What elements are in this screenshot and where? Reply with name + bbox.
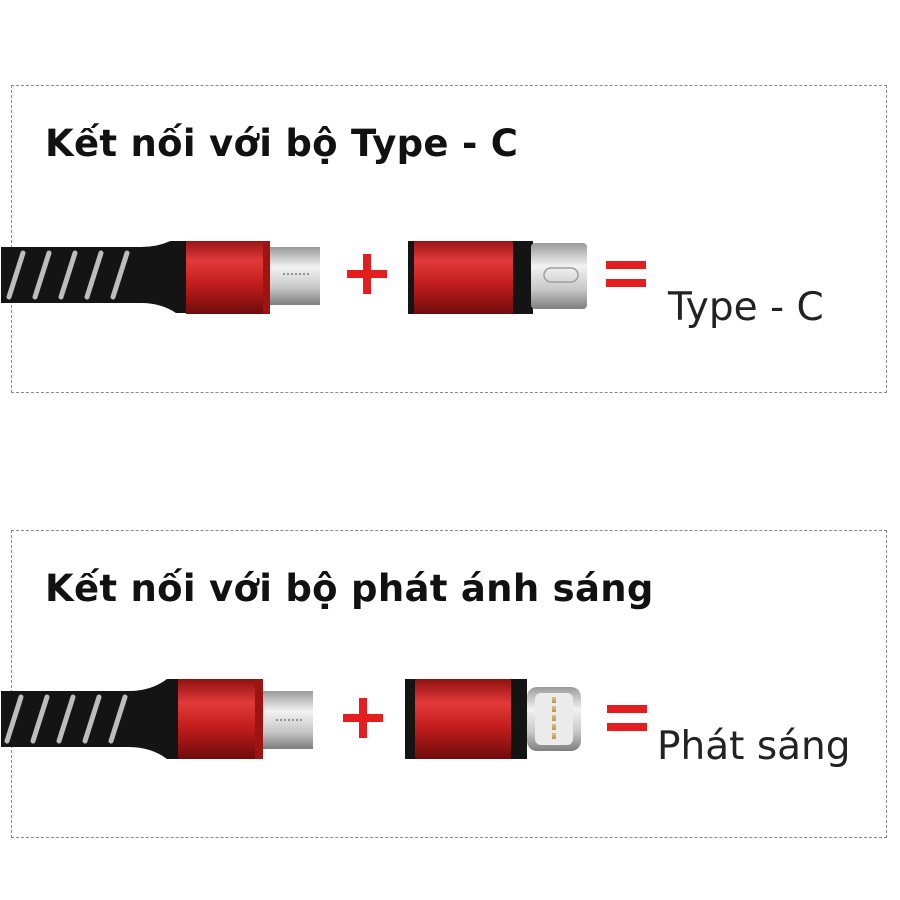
plus-icon [343,698,383,738]
result-label: Type - C [668,285,824,330]
plus-icon [347,254,387,294]
type-c-adapter-icon [408,241,587,314]
micro-usb-cable-icon [1,241,320,314]
lighting-panel: Kết nối với bộ phát ánh sáng [1,530,887,838]
lightning-adapter-icon [405,679,581,759]
connection-diagram [1,679,647,759]
equals-icon [606,261,646,287]
type-c-panel: Kết nối với bộ Type - C [1,85,887,393]
panel-title: Kết nối với bộ Type - C [45,122,519,165]
result-label: Phát sáng [657,724,851,769]
panel-title: Kết nối với bộ phát ánh sáng [45,567,654,610]
equals-icon [607,705,647,731]
connection-diagram [1,241,646,314]
micro-usb-cable-icon [1,679,313,759]
